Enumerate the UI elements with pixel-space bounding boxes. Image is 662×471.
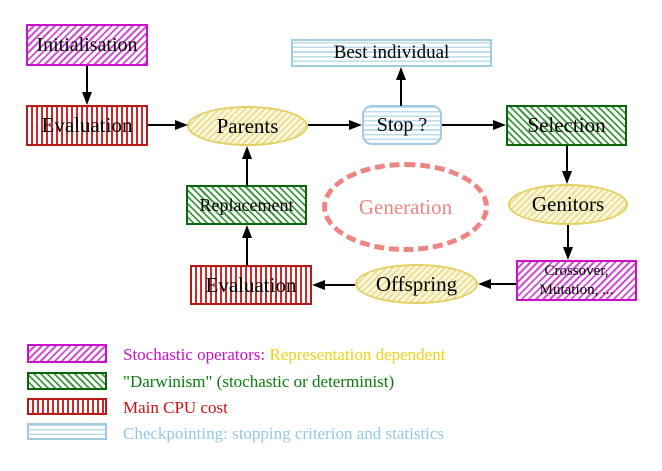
node-stop: Stop ? <box>362 105 442 145</box>
legend-label-checkpointing: Checkpointing: stopping criterion and st… <box>123 424 445 443</box>
legend-swatch-stochastic-operators <box>27 344 107 363</box>
node-evaluation-top: Evaluation <box>26 105 148 146</box>
legend-label-stochastic-secondary: Representation dependent <box>269 345 446 364</box>
node-initialisation: Initialisation <box>26 24 148 66</box>
node-selection: Selection <box>506 105 627 146</box>
node-replacement: Replacement <box>186 185 307 225</box>
node-evaluation-bottom: Evaluation <box>190 265 312 305</box>
legend-label-stochastic-primary: Stochastic operators: <box>123 345 266 364</box>
node-crossover-mutation: Crossover, Mutation, ... <box>516 260 637 301</box>
crossover-line1: Crossover, <box>544 262 609 279</box>
crossover-line2: Mutation, ... <box>539 281 614 298</box>
node-parents-ellipse: Parents <box>187 106 308 146</box>
node-genitors-ellipse: Genitors <box>508 184 628 225</box>
node-best-individual: Best individual <box>291 39 492 67</box>
legend-swatch-cpu-cost <box>27 398 107 415</box>
legend-swatch-checkpointing <box>27 423 107 440</box>
node-offspring-ellipse: Offspring <box>355 264 478 304</box>
node-generation-ellipse: Generation <box>322 162 489 252</box>
legend-label-cpu-cost: Main CPU cost <box>123 398 228 417</box>
legend-label-darwinism: "Darwinism" (stochastic or determinist) <box>123 372 395 391</box>
legend-swatch-darwinism <box>27 372 107 390</box>
legend-label-stochastic-operators: Stochastic operators: Representation dep… <box>123 345 445 364</box>
